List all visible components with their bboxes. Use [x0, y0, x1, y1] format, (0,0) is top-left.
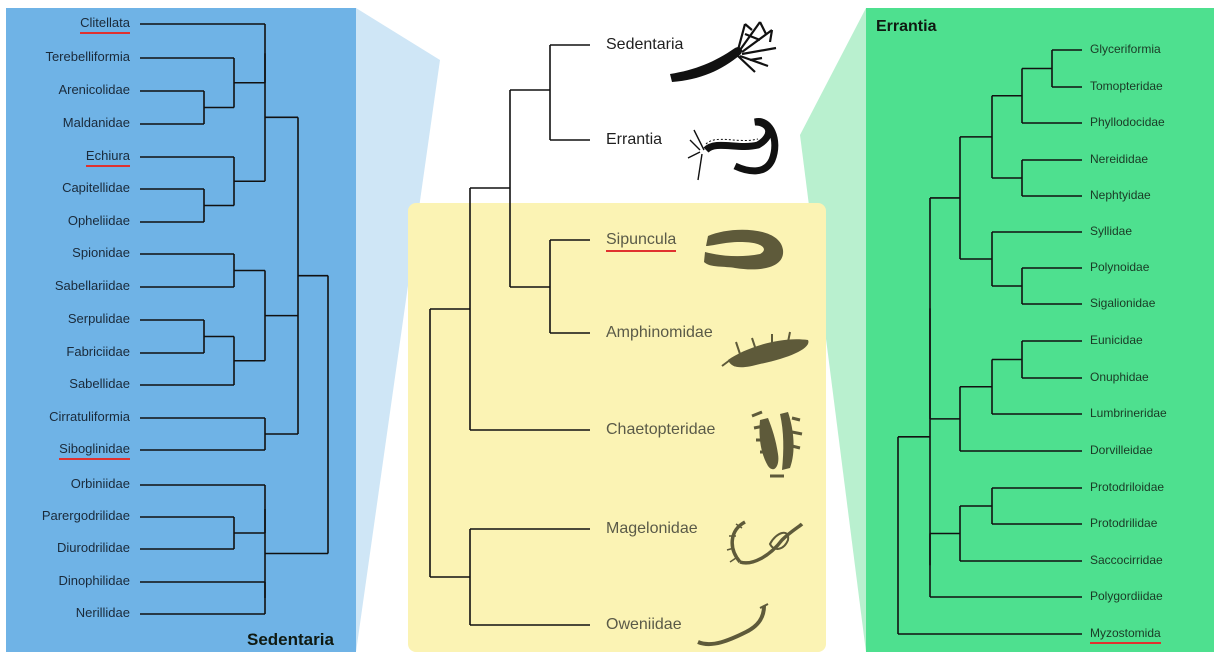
taxon-label-text: Lumbrineridae	[1090, 406, 1167, 420]
taxon-label-text: Eunicidae	[1090, 333, 1143, 347]
taxon-label-text: Clitellata	[80, 15, 130, 34]
taxon-label-nerillidae: Nerillidae	[2, 606, 130, 619]
taxon-label-sabellidae: Sabellidae	[2, 377, 130, 390]
taxon-label-text: Oweniidae	[606, 616, 682, 633]
taxon-label-text: Magelonidae	[606, 520, 698, 537]
taxon-label-polynoidae: Polynoidae	[1090, 261, 1149, 273]
taxon-label-magelonidae: Magelonidae	[606, 521, 698, 537]
taxon-label-sipuncula: Sipuncula	[606, 232, 676, 248]
taxon-label-text: Dorvilleidae	[1090, 443, 1153, 457]
taxon-label-terebelliformia: Terebelliformia	[2, 50, 130, 63]
taxon-label-lumbrineridae: Lumbrineridae	[1090, 407, 1167, 419]
taxon-label-nereididae: Nereididae	[1090, 153, 1148, 165]
taxon-label-text: Terebelliformia	[45, 49, 130, 64]
taxon-label-maldanidae: Maldanidae	[2, 116, 130, 129]
taxon-label-protodriloidae: Protodriloidae	[1090, 481, 1164, 493]
taxon-label-text: Polygordiidae	[1090, 589, 1163, 603]
taxon-label-text: Spionidae	[72, 245, 130, 260]
taxon-label-text: Chaetopteridae	[606, 421, 715, 438]
taxon-label-text: Parergodrilidae	[42, 508, 130, 523]
taxon-label-syllidae: Syllidae	[1090, 225, 1132, 237]
taxon-label-text: Nereididae	[1090, 152, 1148, 166]
taxon-label-phyllodocidae: Phyllodocidae	[1090, 116, 1165, 128]
taxon-label-text: Errantia	[606, 131, 662, 148]
taxon-label-cirratuliformia: Cirratuliformia	[2, 410, 130, 423]
taxon-label-text: Dinophilidae	[58, 573, 130, 588]
taxon-label-parergodrilidae: Parergodrilidae	[2, 509, 130, 522]
taxon-label-text: Siboglinidae	[59, 441, 130, 460]
taxon-label-text: Opheliidae	[68, 213, 130, 228]
taxon-label-text: Serpulidae	[68, 311, 130, 326]
taxon-label-text: Protodrilidae	[1090, 516, 1157, 530]
errantia-title: Errantia	[876, 18, 936, 36]
taxon-label-text: Echiura	[86, 148, 130, 167]
taxon-label-chaetopteridae: Chaetopteridae	[606, 422, 715, 438]
taxon-label-clitellata: Clitellata	[2, 16, 130, 29]
taxon-label-text: Myzostomida	[1090, 626, 1161, 644]
taxon-label-opheliidae: Opheliidae	[2, 214, 130, 227]
taxon-label-serpulidae: Serpulidae	[2, 312, 130, 325]
sedentaria-panel	[6, 8, 356, 652]
taxon-label-sabellariidae: Sabellariidae	[2, 279, 130, 292]
taxon-label-protodrilidae: Protodrilidae	[1090, 517, 1157, 529]
sedentaria-silhouette-icon	[670, 22, 776, 82]
taxon-label-text: Syllidae	[1090, 224, 1132, 238]
taxon-label-sedentaria: Sedentaria	[606, 37, 683, 53]
sedentaria-title: Sedentaria	[247, 630, 334, 650]
taxon-label-text: Sabellidae	[69, 376, 130, 391]
taxon-label-text: Saccocirridae	[1090, 553, 1163, 567]
taxon-label-text: Sedentaria	[606, 36, 683, 53]
taxon-label-fabriciidae: Fabriciidae	[2, 345, 130, 358]
taxon-label-eunicidae: Eunicidae	[1090, 334, 1143, 346]
taxon-label-text: Protodriloidae	[1090, 480, 1164, 494]
taxon-label-text: Amphinomidae	[606, 324, 713, 341]
taxon-label-echiura: Echiura	[2, 149, 130, 162]
taxon-label-amphinomidae: Amphinomidae	[606, 325, 713, 341]
taxon-label-glyceriformia: Glyceriformia	[1090, 43, 1161, 55]
taxon-label-nephtyidae: Nephtyidae	[1090, 189, 1151, 201]
taxon-label-text: Cirratuliformia	[49, 409, 130, 424]
taxon-label-dorvilleidae: Dorvilleidae	[1090, 444, 1153, 456]
taxon-label-tomopteridae: Tomopteridae	[1090, 80, 1163, 92]
taxon-label-text: Polynoidae	[1090, 260, 1149, 274]
taxon-label-text: Fabriciidae	[66, 344, 130, 359]
taxon-label-orbiniidae: Orbiniidae	[2, 477, 130, 490]
taxon-label-text: Tomopteridae	[1090, 79, 1163, 93]
taxon-label-myzostomida: Myzostomida	[1090, 627, 1161, 639]
taxon-label-errantia: Errantia	[606, 132, 662, 148]
taxon-label-capitellidae: Capitellidae	[2, 181, 130, 194]
taxon-label-text: Sabellariidae	[55, 278, 130, 293]
taxon-label-dinophilidae: Dinophilidae	[2, 574, 130, 587]
taxon-label-text: Sipuncula	[606, 231, 676, 252]
taxon-label-text: Orbiniidae	[71, 476, 130, 491]
taxon-label-text: Onuphidae	[1090, 370, 1149, 384]
taxon-label-text: Maldanidae	[63, 115, 130, 130]
taxon-label-text: Nephtyidae	[1090, 188, 1151, 202]
taxon-label-text: Glyceriformia	[1090, 42, 1161, 56]
taxon-label-text: Nerillidae	[76, 605, 130, 620]
errantia-silhouette-icon	[688, 122, 775, 180]
taxon-label-text: Arenicolidae	[58, 82, 130, 97]
taxon-label-spionidae: Spionidae	[2, 246, 130, 259]
taxon-label-text: Capitellidae	[62, 180, 130, 195]
taxon-label-polygordiidae: Polygordiidae	[1090, 590, 1163, 602]
taxon-label-saccocirridae: Saccocirridae	[1090, 554, 1163, 566]
taxon-label-arenicolidae: Arenicolidae	[2, 83, 130, 96]
taxon-label-text: Diurodrilidae	[57, 540, 130, 555]
taxon-label-sigalionidae: Sigalionidae	[1090, 297, 1155, 309]
taxon-label-onuphidae: Onuphidae	[1090, 371, 1149, 383]
taxon-label-oweniidae: Oweniidae	[606, 617, 682, 633]
taxon-label-siboglinidae: Siboglinidae	[2, 442, 130, 455]
taxon-label-text: Sigalionidae	[1090, 296, 1155, 310]
taxon-label-text: Phyllodocidae	[1090, 115, 1165, 129]
taxon-label-diurodrilidae: Diurodrilidae	[2, 541, 130, 554]
